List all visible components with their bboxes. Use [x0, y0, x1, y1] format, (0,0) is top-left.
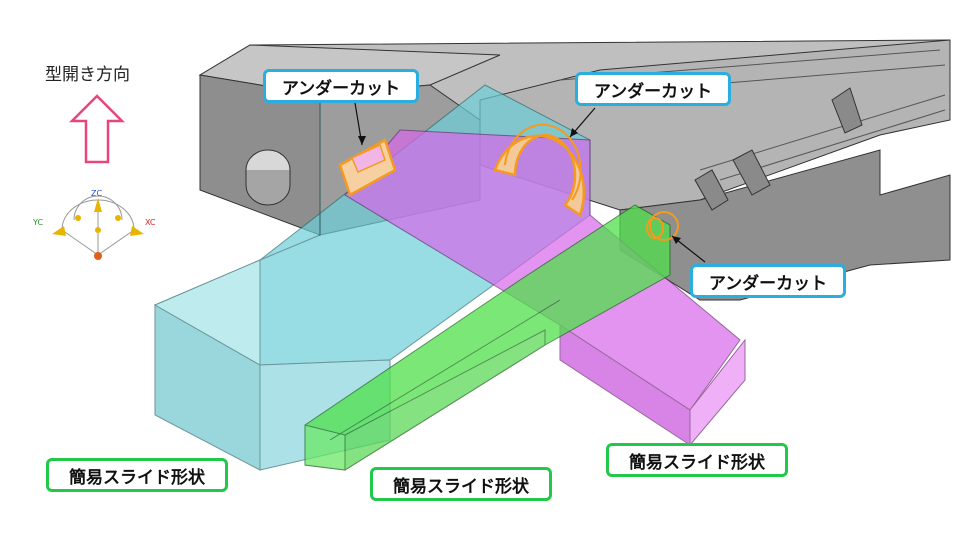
leader-left-arrowhead: [358, 136, 366, 145]
undercut-callout-left: アンダーカット: [263, 69, 419, 103]
slide-callout-cyan: 簡易スライド形状: [46, 458, 228, 492]
undercut-callout-small: アンダーカット: [690, 264, 846, 298]
undercut-ring: [493, 123, 586, 217]
axis-triad: ZC YC XC: [32, 189, 156, 260]
mold-direction-arrow: [68, 94, 126, 164]
slide-green: [304, 204, 671, 471]
leader-ring-arrowhead: [570, 128, 578, 137]
axis-label-xc: XC: [145, 218, 156, 227]
mold-direction-label: 型開き方向: [45, 65, 130, 85]
leader-small-arrowhead: [672, 236, 681, 244]
slide-callout-magenta: 簡易スライド形状: [606, 443, 788, 477]
axis-label-zc: ZC: [91, 189, 102, 198]
axis-label-yc: YC: [32, 218, 43, 227]
undercut-small: [646, 211, 679, 241]
undercut-left: [338, 138, 397, 197]
slide-callout-green: 簡易スライド形状: [370, 467, 552, 501]
undercut-callout-ring: アンダーカット: [575, 72, 731, 106]
